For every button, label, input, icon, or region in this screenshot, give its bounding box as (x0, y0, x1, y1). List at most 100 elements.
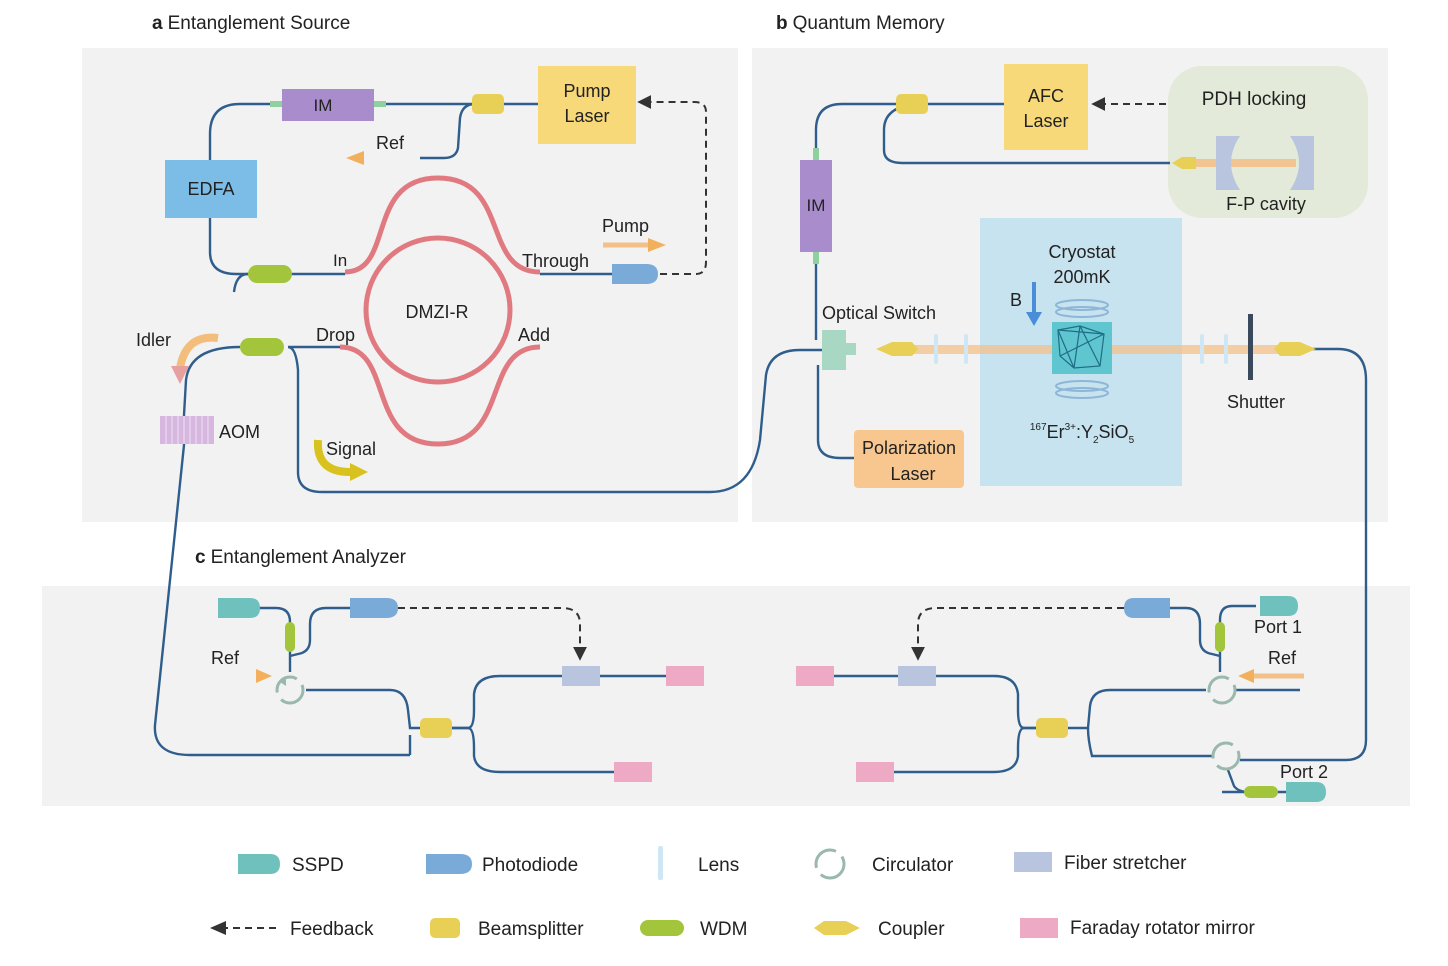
cryo-window-bottom (1055, 380, 1109, 392)
im-connector-right (374, 101, 386, 107)
fiber-right-bs-top (936, 674, 1036, 730)
lens-icon (658, 846, 663, 880)
im-modulator-a (282, 89, 374, 121)
panel-c-background (42, 586, 1410, 806)
legend-label-feedback: Feedback (290, 919, 374, 940)
ref-arrow-a-head (346, 151, 364, 165)
photodiode-right (1124, 598, 1170, 618)
coupler-cavity (1172, 157, 1196, 169)
fiber-pump-to-im (208, 102, 538, 160)
legend-label-fiber-stretcher: Fiber stretcher (1064, 853, 1187, 874)
fiber-stretcher-icon (1014, 852, 1052, 872)
fiber-right-circ2-to-bs (1086, 727, 1212, 758)
fp-cavity-label: F-P cavity (1226, 194, 1306, 214)
fiber-left-bs-bottom (452, 726, 614, 774)
photodiode-feedback-a (612, 264, 658, 284)
legend-label-coupler: Coupler (878, 919, 945, 940)
ref-label-right: Ref (1268, 648, 1297, 668)
im-b-connector-top (813, 148, 819, 160)
pdh-label: PDH locking (1202, 89, 1307, 110)
wdm-a-drop (240, 338, 284, 356)
dmzi-outer-bottom (339, 344, 541, 447)
pump-label: Pump (602, 216, 649, 236)
fiber-left-circ-to-bs (306, 688, 420, 730)
ref-label-left: Ref (211, 648, 240, 668)
fiber-wdm-stub (232, 272, 249, 293)
photodiode-left (350, 598, 398, 618)
wdm-icon (640, 920, 684, 936)
fiber-edfa-to-wdm (208, 216, 345, 276)
shutter-label: Shutter (1227, 392, 1285, 412)
fiber-afc-to-im (814, 102, 1004, 160)
fiber-left-pd (289, 606, 350, 658)
polarization-laser-label-1: Polarization (862, 438, 956, 458)
beamsplitter-b (896, 94, 928, 114)
feedback-arrow-icon-head (210, 921, 226, 935)
crystal-label: 167Er3+:Y2SiO5 (1030, 422, 1135, 446)
cavity-mirror-right (1290, 136, 1314, 190)
wdm-left-analyzer (285, 622, 295, 652)
add-label: Add (518, 325, 550, 345)
legend-label-lens: Lens (698, 855, 739, 876)
edfa-label: EDFA (187, 179, 234, 199)
coupler-memory-left (876, 342, 918, 356)
legend-label-beamsplitter: Beamsplitter (478, 919, 584, 940)
im-label-a: IM (314, 96, 333, 115)
legend-label-wdm: WDM (700, 919, 747, 940)
cryo-window-top-2 (1055, 306, 1109, 318)
beamsplitter-a-top (472, 94, 504, 114)
pump-laser-label-2: Laser (564, 106, 609, 126)
sspd-right-port2 (1286, 782, 1326, 802)
legend-label-sspd: SSPD (292, 855, 344, 876)
legend: SSPD Photodiode Lens Circulator Fiber st… (210, 846, 1255, 940)
edfa-box (165, 160, 257, 218)
im-label-b: IM (807, 196, 826, 215)
fiber-right-bs-bottom (894, 726, 1036, 774)
cryo-window-bottom-2 (1055, 387, 1109, 399)
crystal-lattice (1057, 325, 1105, 369)
coupler-memory-right (1274, 342, 1316, 356)
frm-left-bottom (614, 762, 652, 782)
idler-arrow (176, 333, 219, 369)
aom-box (160, 416, 214, 444)
b-field-label: B (1010, 290, 1022, 310)
polarization-laser-label-2: Laser (890, 464, 935, 484)
idler-arrow-head (171, 366, 189, 384)
signal-label: Signal (326, 439, 376, 459)
port2-label: Port 2 (1280, 762, 1328, 782)
legend-label-circulator: Circulator (872, 855, 954, 876)
frm-right-top (796, 666, 834, 686)
pump-arrow-head (648, 238, 666, 252)
dmzi-inner-ring (363, 235, 513, 385)
aom-label: AOM (219, 422, 260, 442)
fiber-right-pd (1170, 606, 1221, 658)
polarization-laser-box (854, 430, 964, 488)
cryo-window-top (1055, 299, 1109, 311)
circulator-right-bottom (1211, 741, 1241, 771)
beam-cavity (1196, 159, 1296, 167)
dmzi-outer-top (344, 175, 541, 275)
wdm-right-port2 (1244, 786, 1278, 798)
pump-laser-box (538, 66, 636, 144)
fiber-left-sspd (258, 606, 292, 672)
lenses-right (1200, 334, 1228, 364)
beamsplitter-right (1036, 718, 1068, 738)
pump-laser-label-1: Pump (563, 81, 610, 101)
fiber-ref-branch (420, 102, 476, 160)
temperature-label: 200mK (1053, 267, 1110, 287)
legend-label-faraday-mirror: Faraday rotator mirror (1070, 918, 1255, 939)
port1-label: Port 1 (1254, 617, 1302, 637)
afc-laser-label-1: AFC (1028, 86, 1064, 106)
fiber-left-bs-top (452, 674, 562, 730)
ref-arrow-right-head (1238, 669, 1254, 683)
im-modulator-b (800, 160, 832, 252)
b-field-arrow-head (1026, 312, 1042, 326)
afc-laser-label-2: Laser (1023, 111, 1068, 131)
fiber-right-sspd (1218, 604, 1256, 672)
beamsplitter-icon (430, 918, 460, 938)
fiber-drop-to-switch (287, 345, 822, 494)
fiber-stretcher-right (898, 666, 936, 686)
optical-switch-label: Optical Switch (822, 303, 936, 323)
ref-arrow-left-head (256, 669, 272, 683)
